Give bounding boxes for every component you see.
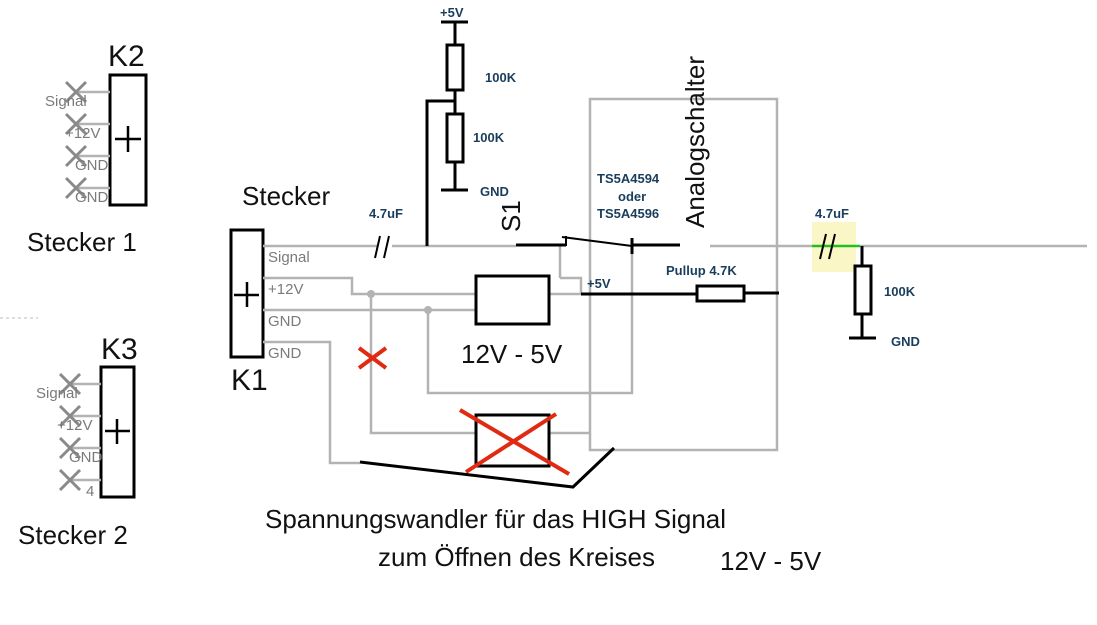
ic-part-or: oder bbox=[618, 189, 646, 204]
resistor-right-value: 100K bbox=[884, 284, 916, 299]
connector-k3: K3 Signal +12V GND 4 Stecker 2 bbox=[18, 333, 138, 550]
regulator-struck bbox=[359, 408, 616, 489]
resistor-top-1-value: 100K bbox=[485, 70, 517, 85]
connector-k2: K2 Signal +12V GND GND Stecker 1 bbox=[27, 40, 148, 257]
gnd-label: GND bbox=[480, 184, 509, 199]
pin-label: +12V bbox=[65, 125, 100, 142]
connector-k1-caption: Stecker bbox=[242, 181, 330, 211]
regulator-body bbox=[474, 274, 551, 326]
junction-dot bbox=[367, 290, 375, 298]
resistor-top-2 bbox=[445, 112, 465, 164]
connector-k3-caption: Stecker 2 bbox=[18, 520, 128, 550]
connector-k3-ref: K3 bbox=[101, 333, 138, 366]
wires bbox=[263, 97, 1087, 465]
resistor-divider-top: +5V 100K 100K GND bbox=[425, 5, 517, 246]
note-line-1: Spannungswandler für das HIGH Signal bbox=[265, 504, 726, 534]
pin-label: Signal bbox=[45, 93, 87, 110]
note-line-2: zum Öffnen des Kreises bbox=[378, 542, 655, 572]
ic-part-number-alt: TS5A4596 bbox=[597, 206, 659, 221]
junction-dot bbox=[424, 306, 432, 314]
plus5v-label: +5V bbox=[587, 276, 611, 291]
pin-label: GND bbox=[69, 449, 103, 466]
capacitor-right-value: 4.7uF bbox=[815, 206, 849, 221]
output-network: 4.7uF 100K GND bbox=[812, 206, 920, 349]
capacitor-left: 4.7uF bbox=[369, 206, 403, 259]
pin-label: GND bbox=[75, 189, 109, 206]
pin-label: GND bbox=[75, 157, 109, 174]
pullup-resistor: +5V Pullup 4.7K bbox=[581, 263, 779, 303]
resistor-right bbox=[853, 264, 873, 316]
connector-k2-caption: Stecker 1 bbox=[27, 227, 137, 257]
gnd-right-label: GND bbox=[891, 334, 920, 349]
analog-switch-label: Analogschalter bbox=[680, 56, 710, 228]
capacitor-left-value: 4.7uF bbox=[369, 206, 403, 221]
pin-label: GND bbox=[268, 313, 302, 330]
connector-k2-ref: K2 bbox=[108, 40, 145, 73]
resistor-top-2-value: 100K bbox=[473, 130, 505, 145]
no-connect-icon bbox=[64, 80, 88, 200]
vcc-label: +5V bbox=[440, 5, 464, 20]
pullup-value: Pullup 4.7K bbox=[666, 263, 737, 278]
connector-k1: Stecker K1 Signal +12V GND GND bbox=[229, 181, 330, 397]
regulator-label: 12V - 5V bbox=[461, 339, 563, 369]
pin-label: +12V bbox=[268, 281, 303, 298]
note-value: 12V - 5V bbox=[720, 546, 822, 576]
pin-label: Signal bbox=[36, 385, 78, 402]
pullup-resistor-body bbox=[695, 284, 746, 303]
ic-part-number: TS5A4594 bbox=[597, 171, 660, 186]
regulator-block: 12V - 5V bbox=[461, 274, 563, 369]
pin-label: +12V bbox=[57, 417, 92, 434]
resistor-top-1 bbox=[445, 43, 465, 92]
pin-label: Signal bbox=[268, 249, 310, 266]
pin-label: GND bbox=[268, 345, 302, 362]
pin-label: 4 bbox=[86, 483, 94, 500]
connector-k1-ref: K1 bbox=[231, 364, 268, 397]
switch-s1-label: S1 bbox=[496, 200, 526, 232]
strike-cross-small bbox=[357, 346, 388, 370]
no-connect-icon bbox=[58, 372, 82, 492]
switch-s1: S1 bbox=[496, 200, 680, 254]
